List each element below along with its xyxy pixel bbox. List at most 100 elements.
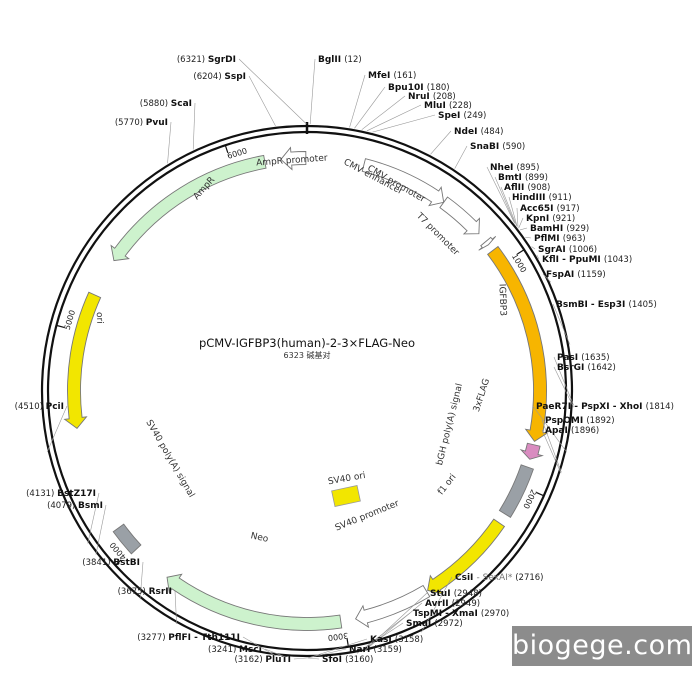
site-label-pflmi: PflMI (963) bbox=[534, 234, 586, 244]
site-label-pcii: (4510) PciI bbox=[15, 402, 64, 412]
site-position: (1642) bbox=[588, 363, 616, 373]
feature-neo bbox=[166, 573, 343, 631]
site-position: (895) bbox=[517, 163, 540, 173]
site-label-aflii: AflII (908) bbox=[504, 183, 550, 193]
site-leader-apai bbox=[541, 429, 562, 474]
site-name: PaeR7I - PspXI - XhoI bbox=[536, 402, 646, 412]
site-name: PciI bbox=[46, 402, 64, 412]
site-name: BsmI bbox=[78, 501, 103, 511]
site-pasi: PasI (1635) bbox=[553, 353, 610, 406]
site-mfei: MfeI (161) bbox=[349, 71, 416, 128]
site-name: BstBI bbox=[113, 558, 140, 568]
site-name: AflII bbox=[504, 183, 527, 193]
site-position: (2972) bbox=[434, 619, 462, 629]
site-label-fspai: FspAI (1159) bbox=[546, 270, 606, 280]
site-position: (180) bbox=[427, 83, 450, 93]
site-name: KasI bbox=[370, 635, 395, 645]
site-leader-bsmi bbox=[95, 504, 107, 555]
site-name: NarI bbox=[349, 645, 374, 655]
site-kfli-ppumi: KflI - PpuMI (1043) bbox=[536, 254, 632, 265]
site-name: SspI bbox=[224, 72, 246, 82]
site-position: (3160) bbox=[345, 655, 373, 665]
site-sgrdi: (6321) SgrDI bbox=[177, 55, 307, 125]
site-name: KpnI bbox=[526, 214, 552, 224]
site-position: (4079) bbox=[47, 501, 78, 511]
site-avrii: AvrII (2949) bbox=[362, 599, 480, 653]
feature-ampr-promoter bbox=[280, 146, 307, 171]
site-name: MluI bbox=[424, 101, 449, 111]
site-position: (161) bbox=[393, 71, 416, 81]
site-leader-bamhi bbox=[519, 227, 528, 231]
sv40-ori-box bbox=[331, 484, 361, 508]
site-position: (208) bbox=[433, 92, 456, 102]
site-name: MfeI bbox=[368, 71, 393, 81]
site-label-paer7i-pspxi-xhoi: PaeR7I - PspXI - XhoI (1814) bbox=[536, 402, 674, 412]
site-label-pflfi-tth111i: (3277) PflFI - Tth111I bbox=[137, 633, 240, 643]
site-position: (1892) bbox=[586, 416, 614, 426]
feature-t7-promoter bbox=[478, 235, 497, 251]
site-leader-sfoi bbox=[307, 657, 320, 660]
site-leader-smai bbox=[356, 622, 404, 654]
site-label-apai: ApaI (1896) bbox=[545, 426, 599, 436]
site-label-csii: CsiI - SexAI* (2716) bbox=[455, 573, 544, 583]
site-position: (917) bbox=[557, 204, 580, 214]
site-label-nrui: NruI (208) bbox=[408, 92, 456, 102]
site-bsmbi-esp3i: BsmBI - Esp3I (1405) bbox=[552, 300, 657, 345]
site-nari: NarI (3159) bbox=[307, 645, 402, 659]
tick-label-6000: 6000 bbox=[226, 146, 248, 160]
site-position: (2948) bbox=[454, 589, 482, 599]
feature-label-ampr-promoter: AmpR promoter bbox=[256, 154, 328, 169]
site-leader-pvui bbox=[167, 121, 172, 164]
site-label-bpu10i: Bpu10I (180) bbox=[388, 83, 450, 93]
site-label-nari: NarI (3159) bbox=[349, 645, 402, 655]
site-name: BstZ17I bbox=[57, 489, 96, 499]
site-acc65i: Acc65I (917) bbox=[516, 204, 580, 228]
site-leader-bsmbi-esp3i bbox=[552, 303, 571, 345]
feature-ampr bbox=[110, 154, 267, 262]
site-leader-avrii bbox=[362, 602, 423, 653]
site-position: (6204) bbox=[193, 72, 224, 82]
site-position: (899) bbox=[525, 173, 548, 183]
site-kasi: KasI (3158) bbox=[307, 635, 423, 659]
site-label-acc65i: Acc65I (917) bbox=[520, 204, 580, 214]
site-mlui: MluI (228) bbox=[366, 101, 472, 132]
site-label-bglii: BglII (12) bbox=[318, 55, 362, 65]
site-leader-bmti bbox=[494, 176, 516, 224]
tick-mark-1000 bbox=[517, 249, 525, 255]
feature-cmv-promoter bbox=[439, 196, 480, 235]
site-leader-pflfi-tth111i bbox=[242, 636, 277, 657]
site-label-snabi: SnaBI (590) bbox=[470, 142, 525, 152]
feature-label-f1-ori: f1 ori bbox=[436, 472, 458, 497]
site-name: PasI bbox=[557, 353, 581, 363]
site-leader-snabi bbox=[454, 145, 468, 169]
site-bstz17i: (4131) BstZ17I bbox=[26, 489, 100, 544]
site-label-ndei: NdeI (484) bbox=[454, 127, 503, 137]
site-pflmi: PflMI (963) bbox=[525, 234, 586, 244]
site-name: PvuI bbox=[146, 118, 168, 128]
site-leader-acc65i bbox=[516, 207, 519, 228]
site-name: BmtI bbox=[498, 173, 525, 183]
site-position: (911) bbox=[549, 193, 572, 203]
site-position: (228) bbox=[449, 101, 472, 111]
site-pspomi: PspOMI (1892) bbox=[541, 416, 615, 473]
site-sspi: (6204) SspI bbox=[193, 72, 276, 127]
feature-label-3xflag: 3xFLAG bbox=[472, 377, 492, 413]
site-leader-fspai bbox=[542, 273, 552, 283]
site-bstbi: (3841) BstBI bbox=[82, 558, 144, 600]
site-label-sspi: (6204) SspI bbox=[193, 72, 246, 82]
tick-label-3000: 3000 bbox=[327, 631, 348, 642]
feature-label-bgh-poly-a-signal: bGH poly(A) signal bbox=[435, 383, 465, 467]
site-leader-pasi bbox=[553, 356, 574, 406]
site-leader-scai bbox=[192, 102, 196, 150]
site-kpni: KpnI (921) bbox=[518, 214, 575, 229]
site-leader-bglii bbox=[309, 58, 316, 125]
site-leader-nari bbox=[307, 648, 347, 659]
site-label-kasi: KasI (3158) bbox=[370, 635, 423, 645]
site-name: MscI bbox=[239, 645, 262, 655]
site-label-bstbi: (3841) BstBI bbox=[82, 558, 140, 568]
site-name: SfoI bbox=[322, 655, 345, 665]
site-name: Acc65I bbox=[520, 204, 557, 214]
site-pluti: (3162) PluTI bbox=[234, 655, 307, 665]
plasmid-length: 6323 碱基对 bbox=[284, 350, 331, 360]
site-position: (6321) bbox=[177, 55, 208, 65]
